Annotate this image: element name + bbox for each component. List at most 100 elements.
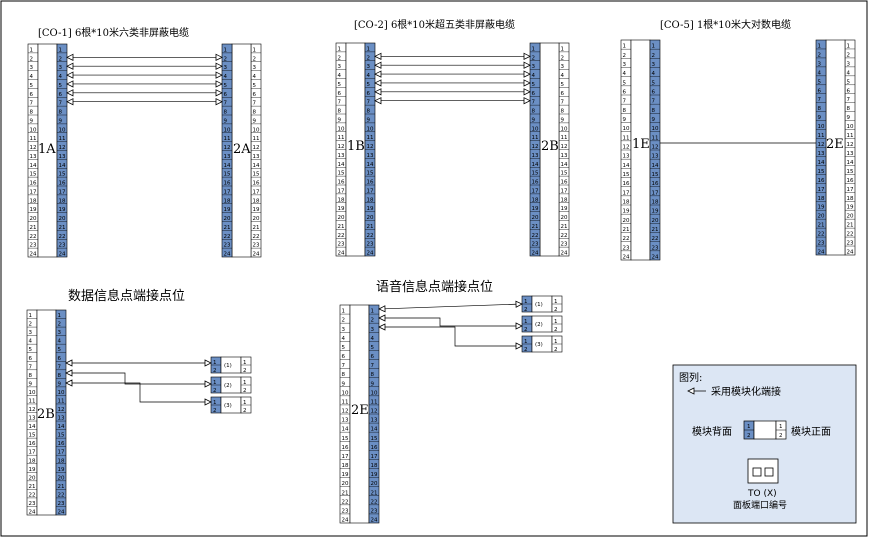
pin-number: 19 — [224, 207, 231, 213]
pin-number: 24 — [253, 252, 260, 258]
pin-number: 18 — [30, 198, 37, 204]
pin-number: 16 — [338, 180, 345, 186]
svg-text:1: 1 — [213, 380, 217, 386]
voice-link — [378, 300, 523, 313]
pin-number: 23 — [652, 245, 659, 251]
pin-number: 6 — [818, 88, 822, 94]
pin-number: 10 — [58, 390, 65, 396]
pin-number: 15 — [224, 172, 231, 178]
svg-text:2: 2 — [554, 327, 558, 333]
pin-number: 6 — [29, 356, 33, 362]
pin-number: 16 — [59, 181, 66, 187]
pin-number: 8 — [367, 109, 371, 115]
pin-number: 20 — [338, 215, 345, 221]
pin-number: 1 — [253, 47, 257, 53]
pin-number: 22 — [561, 233, 568, 239]
pin-number: 8 — [338, 109, 342, 115]
pin-number: 21 — [652, 227, 659, 233]
pin-number: 3 — [59, 65, 63, 71]
pin-number: 5 — [847, 79, 851, 85]
pin-number: 22 — [59, 234, 66, 240]
pin-number: 4 — [561, 73, 565, 79]
svg-text:2: 2 — [213, 408, 217, 414]
pin-number: 15 — [561, 171, 568, 177]
pin-number: 14 — [532, 162, 539, 168]
pin-number: 12 — [371, 409, 378, 415]
pin-number: 21 — [342, 490, 349, 496]
pin-number: 23 — [342, 508, 349, 514]
pin-number: 9 — [58, 381, 62, 387]
pin-number: 23 — [367, 242, 374, 248]
pin-number: 17 — [253, 189, 260, 195]
pin-number: 23 — [253, 243, 260, 249]
pin-number: 4 — [224, 74, 228, 80]
legend-to-label: TO (X) — [747, 489, 777, 499]
pin-number: 24 — [561, 251, 568, 257]
pin-number: 20 — [532, 215, 539, 221]
pin-number: 10 — [30, 127, 37, 133]
pin-number: 10 — [29, 390, 36, 396]
pin-number: 7 — [29, 364, 33, 370]
pin-number: 14 — [623, 163, 630, 169]
pin-number: 19 — [338, 206, 345, 212]
pin-number: 13 — [532, 153, 539, 159]
pin-number: 18 — [532, 197, 539, 203]
svg-text:1: 1 — [243, 360, 247, 366]
pin-number: 4 — [253, 74, 257, 80]
pin-number: 8 — [59, 110, 63, 116]
pin-number: 18 — [561, 197, 568, 203]
pin-number: 22 — [338, 233, 345, 239]
label-2e-voice: 2E — [351, 403, 369, 418]
pin-number: 12 — [847, 142, 854, 148]
pin-number: 12 — [652, 145, 659, 151]
pin-number: 18 — [338, 197, 345, 203]
svg-text:2: 2 — [747, 433, 751, 439]
pin-number: 7 — [253, 101, 257, 107]
svg-text:1: 1 — [243, 380, 247, 386]
legend-module-back: 模块背面 — [692, 425, 732, 438]
pin-number: 22 — [58, 492, 65, 498]
pin-number: 5 — [652, 80, 656, 86]
pin-number: 14 — [367, 162, 374, 168]
label-1a: 1A — [38, 142, 56, 157]
voice-title: 语音信息点端接点位 — [376, 279, 493, 295]
pin-number: 7 — [342, 363, 346, 369]
pin-number: 24 — [818, 250, 825, 256]
pin-number: 17 — [818, 187, 825, 193]
strip-2e: 1122334455667788991010111112121313141415… — [815, 39, 856, 256]
pin-number: 1 — [652, 44, 656, 50]
pin-number: 14 — [59, 163, 66, 169]
pin-number: 3 — [561, 64, 565, 70]
pin-number: 13 — [367, 153, 374, 159]
pin-number: 8 — [342, 372, 346, 378]
pin-number: 20 — [652, 218, 659, 224]
pin-number: 3 — [342, 327, 346, 333]
pin-number: 6 — [371, 354, 375, 360]
pin-number: 14 — [818, 160, 825, 166]
data-title: 数据信息点端接点位 — [68, 288, 185, 304]
pin-number: 7 — [59, 101, 63, 107]
pin-number: 9 — [59, 118, 63, 124]
pin-number: 12 — [58, 407, 65, 413]
pin-number: 15 — [367, 171, 374, 177]
pin-number: 17 — [342, 454, 349, 460]
pin-number: 11 — [342, 399, 349, 405]
pin-number: 11 — [532, 135, 539, 141]
pin-number: 20 — [371, 481, 378, 487]
pin-number: 20 — [253, 216, 260, 222]
co1-title: [CO-1] 6根*10米六类非屏蔽电缆 — [38, 26, 189, 39]
pin-number: 7 — [58, 364, 62, 370]
pin-number: 10 — [338, 126, 345, 132]
pin-number: 14 — [58, 424, 65, 430]
pin-number: 16 — [342, 445, 349, 451]
pin-number: 1 — [367, 46, 371, 52]
pin-number: 19 — [371, 472, 378, 478]
legend-to-desc: 面板端口编号 — [733, 499, 787, 511]
pin-number: 22 — [847, 232, 854, 238]
pin-number: 24 — [30, 252, 37, 258]
pin-number: 10 — [652, 126, 659, 132]
pin-number: 9 — [253, 118, 257, 124]
pin-number: 2 — [623, 53, 627, 59]
svg-text:1: 1 — [524, 299, 528, 305]
pin-number: 17 — [371, 454, 378, 460]
